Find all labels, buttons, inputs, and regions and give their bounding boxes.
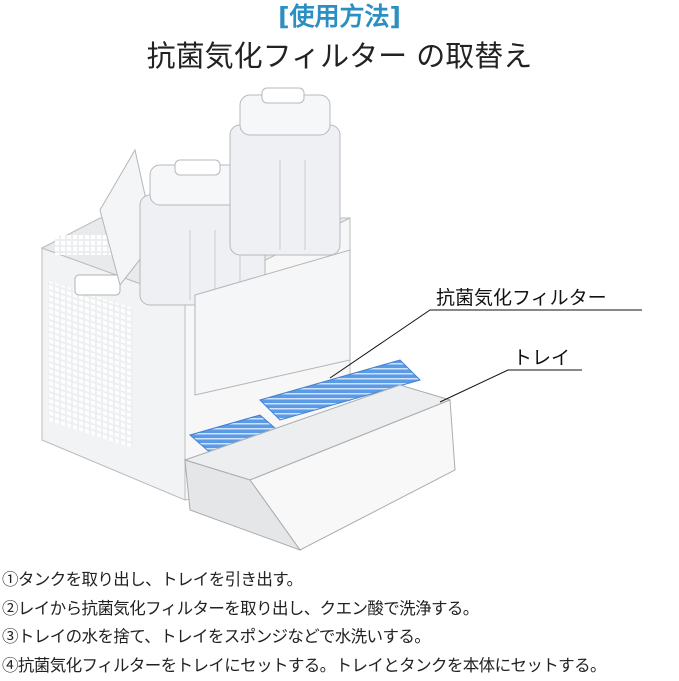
page-subtitle: 抗菌気化フィルター の取替え (146, 39, 533, 73)
humidifier-illustration (40, 87, 642, 552)
section-title: [使用方法] (278, 2, 401, 31)
filter-label: 抗菌気化フィルター (436, 287, 607, 309)
leader-lines (329, 309, 642, 403)
instruction-steps: ①タンクを取り出し、トレイを引き出す。 ②レイから抗菌気化フィルターを取り出し、… (2, 566, 606, 680)
step-3: ③トレイの水を捨て、トレイをスポンジなどで水洗いする。 (2, 627, 431, 646)
front-panel (194, 249, 351, 396)
water-tank-back (229, 87, 341, 256)
tray (183, 384, 456, 552)
step-2: ②レイから抗菌気化フィルターを取り出し、クエン酸で洗浄する。 (2, 598, 479, 618)
step-4: ④抗菌気化フィルターをトレイにセットする。トレイとタンクを本体にセットする。 (2, 655, 606, 675)
tray-label: トレイ (513, 347, 571, 369)
step-1: ①タンクを取り出し、トレイを引き出す。 (2, 570, 303, 589)
